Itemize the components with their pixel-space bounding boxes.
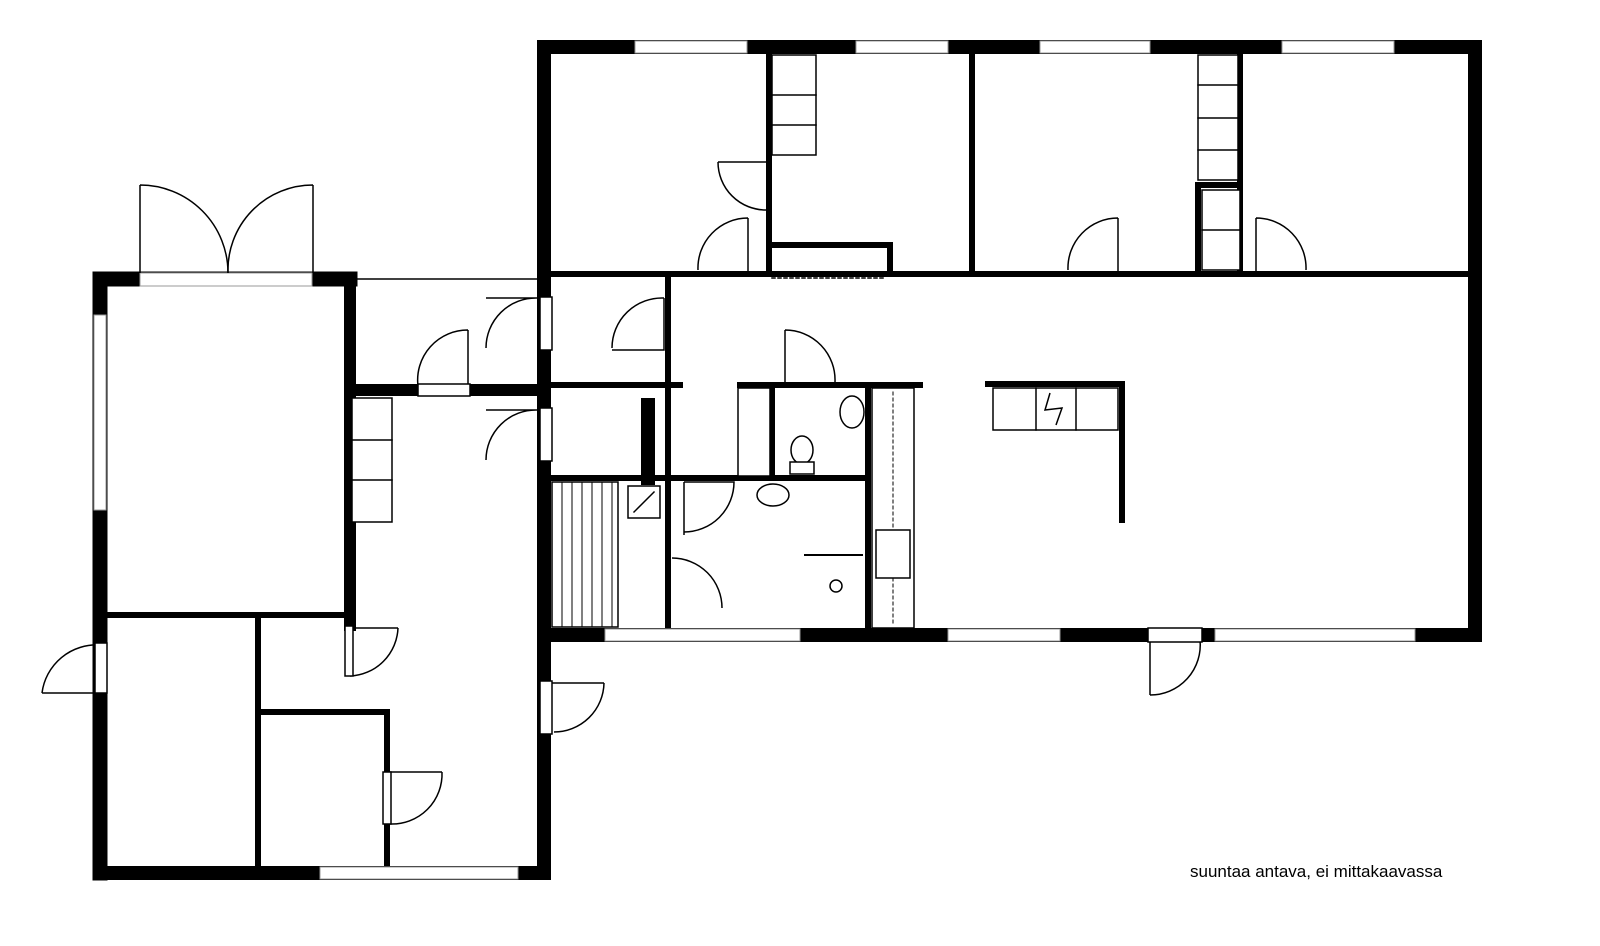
fixtures — [351, 54, 1241, 629]
interior-walls — [105, 52, 1471, 868]
exterior-walls — [92, 40, 1482, 881]
windows — [93, 40, 1416, 880]
doors — [41, 161, 1307, 825]
disclaimer-note: suuntaa antava, ei mittakaavassa — [1190, 862, 1443, 881]
